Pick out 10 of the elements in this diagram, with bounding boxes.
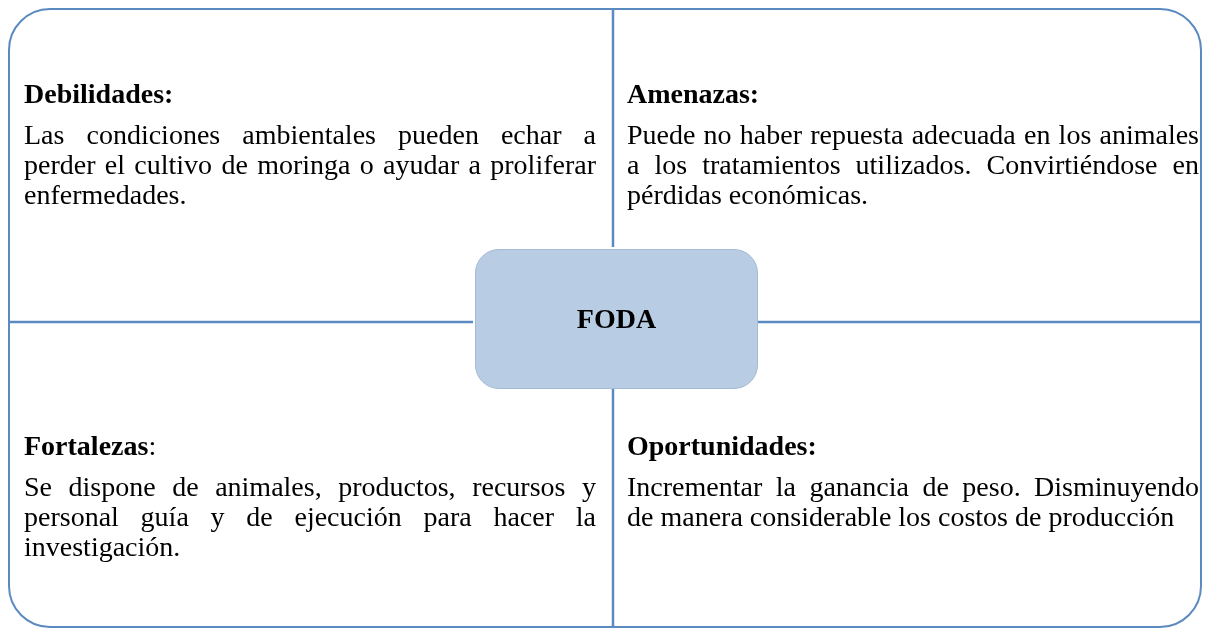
quadrant-heading: Oportunidades:	[627, 430, 818, 462]
quadrant-heading: Debilidades:	[24, 78, 175, 110]
quadrant-text: Las condiciones ambientales pueden echar a perder el cultivo de moringa o ayudar a proliferar enfermedades.	[24, 120, 596, 210]
quadrant-heading: Amenazas:	[627, 78, 761, 110]
quadrant-text: Incrementar la ganancia de peso. Disminuyendo de manera considerable los costos de producción	[627, 472, 1199, 532]
quadrant-text: Puede no haber repuesta adecuada en los animales a los tratamientos utilizados. Convirtiéndose en pérdidas económicas.	[627, 120, 1199, 210]
center-title: FODA	[576, 303, 657, 335]
center-box	[475, 249, 758, 389]
quadrant-text: Se dispone de animales, productos, recursos y personal guía y de ejecución para hacer la investigación.	[24, 472, 596, 562]
quadrant-heading: Fortalezas:	[24, 430, 158, 462]
